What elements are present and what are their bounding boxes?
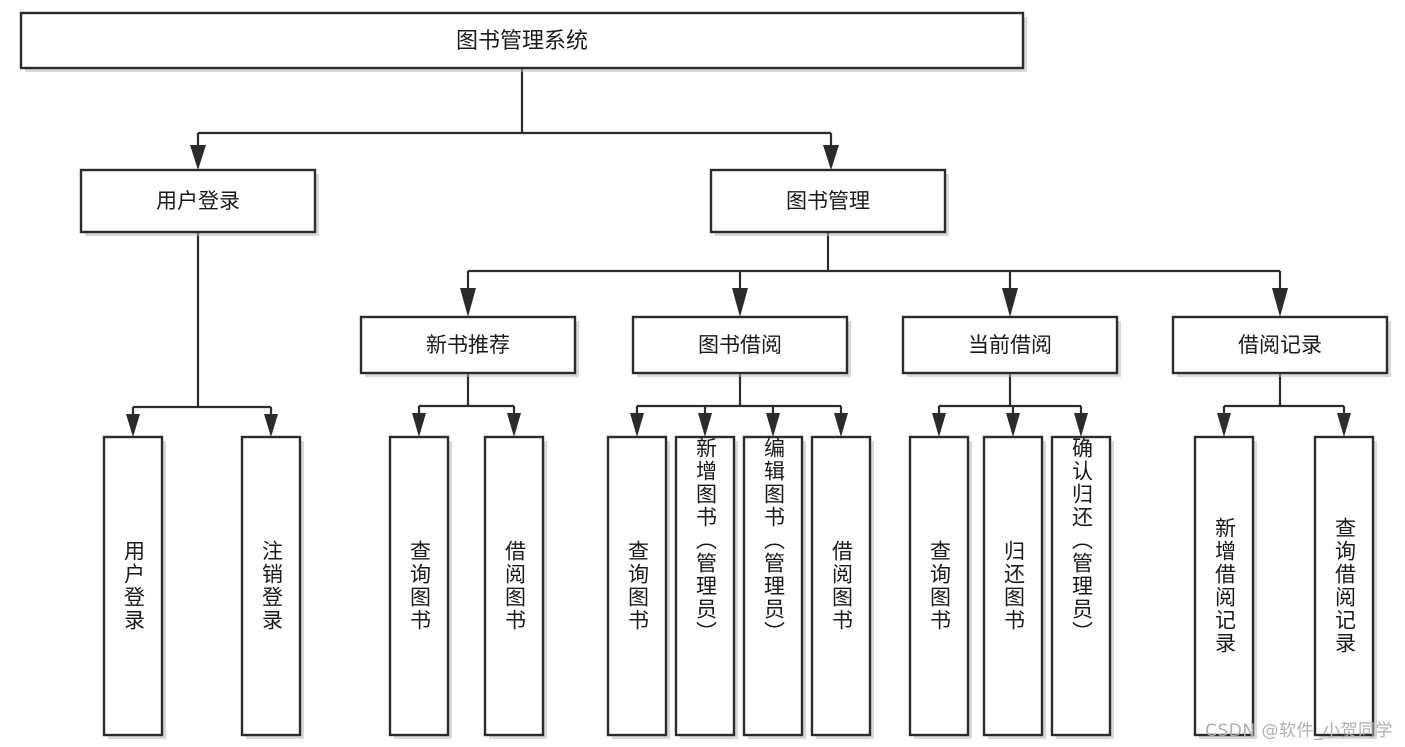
arrowhead-to-leaf-logout-login — [264, 414, 278, 437]
edge-borrow-record-bus — [1222, 373, 1346, 418]
leaf-boxes — [102, 435, 1377, 739]
leaf-add-record-box[interactable] — [1193, 435, 1255, 737]
book-manage-label: 图书管理 — [786, 189, 870, 213]
current-borrow-box[interactable] — [901, 315, 1119, 375]
edge-book-manage-bus — [466, 232, 1282, 290]
arrowhead-to-user-login — [190, 145, 206, 170]
user-login-label: 用户登录 — [156, 189, 240, 213]
arrowhead-to-book-manage — [823, 145, 839, 170]
leaf-confirm-return-box[interactable] — [1050, 435, 1112, 737]
root-label: 图书管理系统 — [456, 29, 588, 54]
node-book-manage[interactable]: 图书管理 — [709, 168, 949, 236]
arrowhead-to-new-book-recommend — [460, 288, 476, 317]
leaf-borrow-book-2-box[interactable] — [810, 435, 872, 737]
leaf-return-book-box[interactable] — [982, 435, 1044, 737]
arrowhead-to-leaf-query-book-2 — [630, 413, 644, 437]
arrowhead-to-leaf-return-book — [1006, 413, 1020, 437]
new-book-recommend-box[interactable] — [359, 315, 577, 375]
leaf-logout-login-box[interactable] — [240, 435, 302, 737]
node-user-login[interactable]: 用户登录 — [79, 168, 319, 236]
arrowhead-to-current-borrow — [1002, 288, 1018, 317]
arrowhead-to-leaf-confirm-return — [1074, 413, 1088, 437]
borrow-record-label: 借阅记录 — [1238, 333, 1322, 357]
arrowhead-to-leaf-borrow-book-1 — [507, 413, 521, 437]
edge-user-login-bus — [131, 232, 273, 420]
borrow-record-box[interactable] — [1171, 315, 1389, 375]
arrowhead-to-leaf-borrow-book-2 — [834, 413, 848, 437]
arrowhead-to-leaf-query-book-1 — [412, 413, 426, 437]
arrowhead-to-leaf-query-record — [1337, 413, 1351, 437]
node-current-borrow[interactable]: 当前借阅 — [901, 315, 1121, 377]
arrowhead-to-leaf-edit-book — [766, 413, 780, 437]
edge-new-book-recommend-bus — [417, 373, 516, 418]
watermark-label: CSDN @软件_小贺同学 — [1205, 721, 1393, 741]
edge-book-borrow-bus — [635, 373, 843, 418]
node-root[interactable]: 图书管理系统 — [19, 11, 1027, 72]
user-login-box[interactable] — [79, 168, 317, 234]
leaf-add-book-box[interactable] — [674, 435, 736, 737]
leaf-query-book-3-box[interactable] — [908, 435, 970, 737]
leaf-query-record-box[interactable] — [1313, 435, 1375, 737]
leaf-query-book-2-box[interactable] — [606, 435, 668, 737]
root-box[interactable] — [19, 11, 1025, 70]
node-new-book-recommend[interactable]: 新书推荐 — [359, 315, 579, 377]
arrowhead-to-borrow-record — [1272, 288, 1288, 317]
arrowhead-to-leaf-user-login — [126, 414, 140, 437]
leaf-edit-book-box[interactable] — [742, 435, 804, 737]
arrowhead-to-leaf-query-book-3 — [932, 413, 946, 437]
book-borrow-label: 图书借阅 — [698, 333, 782, 357]
arrowhead-to-leaf-add-book — [698, 413, 712, 437]
edge-current-borrow-bus — [937, 373, 1083, 418]
edge-root-bus — [196, 68, 833, 152]
node-borrow-record[interactable]: 借阅记录 — [1171, 315, 1391, 377]
leaf-borrow-book-1-box[interactable] — [483, 435, 545, 737]
arrowhead-to-book-borrow — [732, 288, 748, 317]
node-book-borrow[interactable]: 图书借阅 — [631, 315, 851, 377]
leaf-query-book-1-box[interactable] — [388, 435, 450, 737]
book-manage-box[interactable] — [709, 168, 947, 234]
arrowhead-to-leaf-add-record — [1217, 413, 1231, 437]
new-book-recommend-label: 新书推荐 — [426, 333, 510, 357]
connector-layer — [126, 68, 1351, 437]
current-borrow-label: 当前借阅 — [968, 333, 1052, 357]
book-borrow-box[interactable] — [631, 315, 849, 375]
leaf-user-login-box[interactable] — [102, 435, 164, 737]
